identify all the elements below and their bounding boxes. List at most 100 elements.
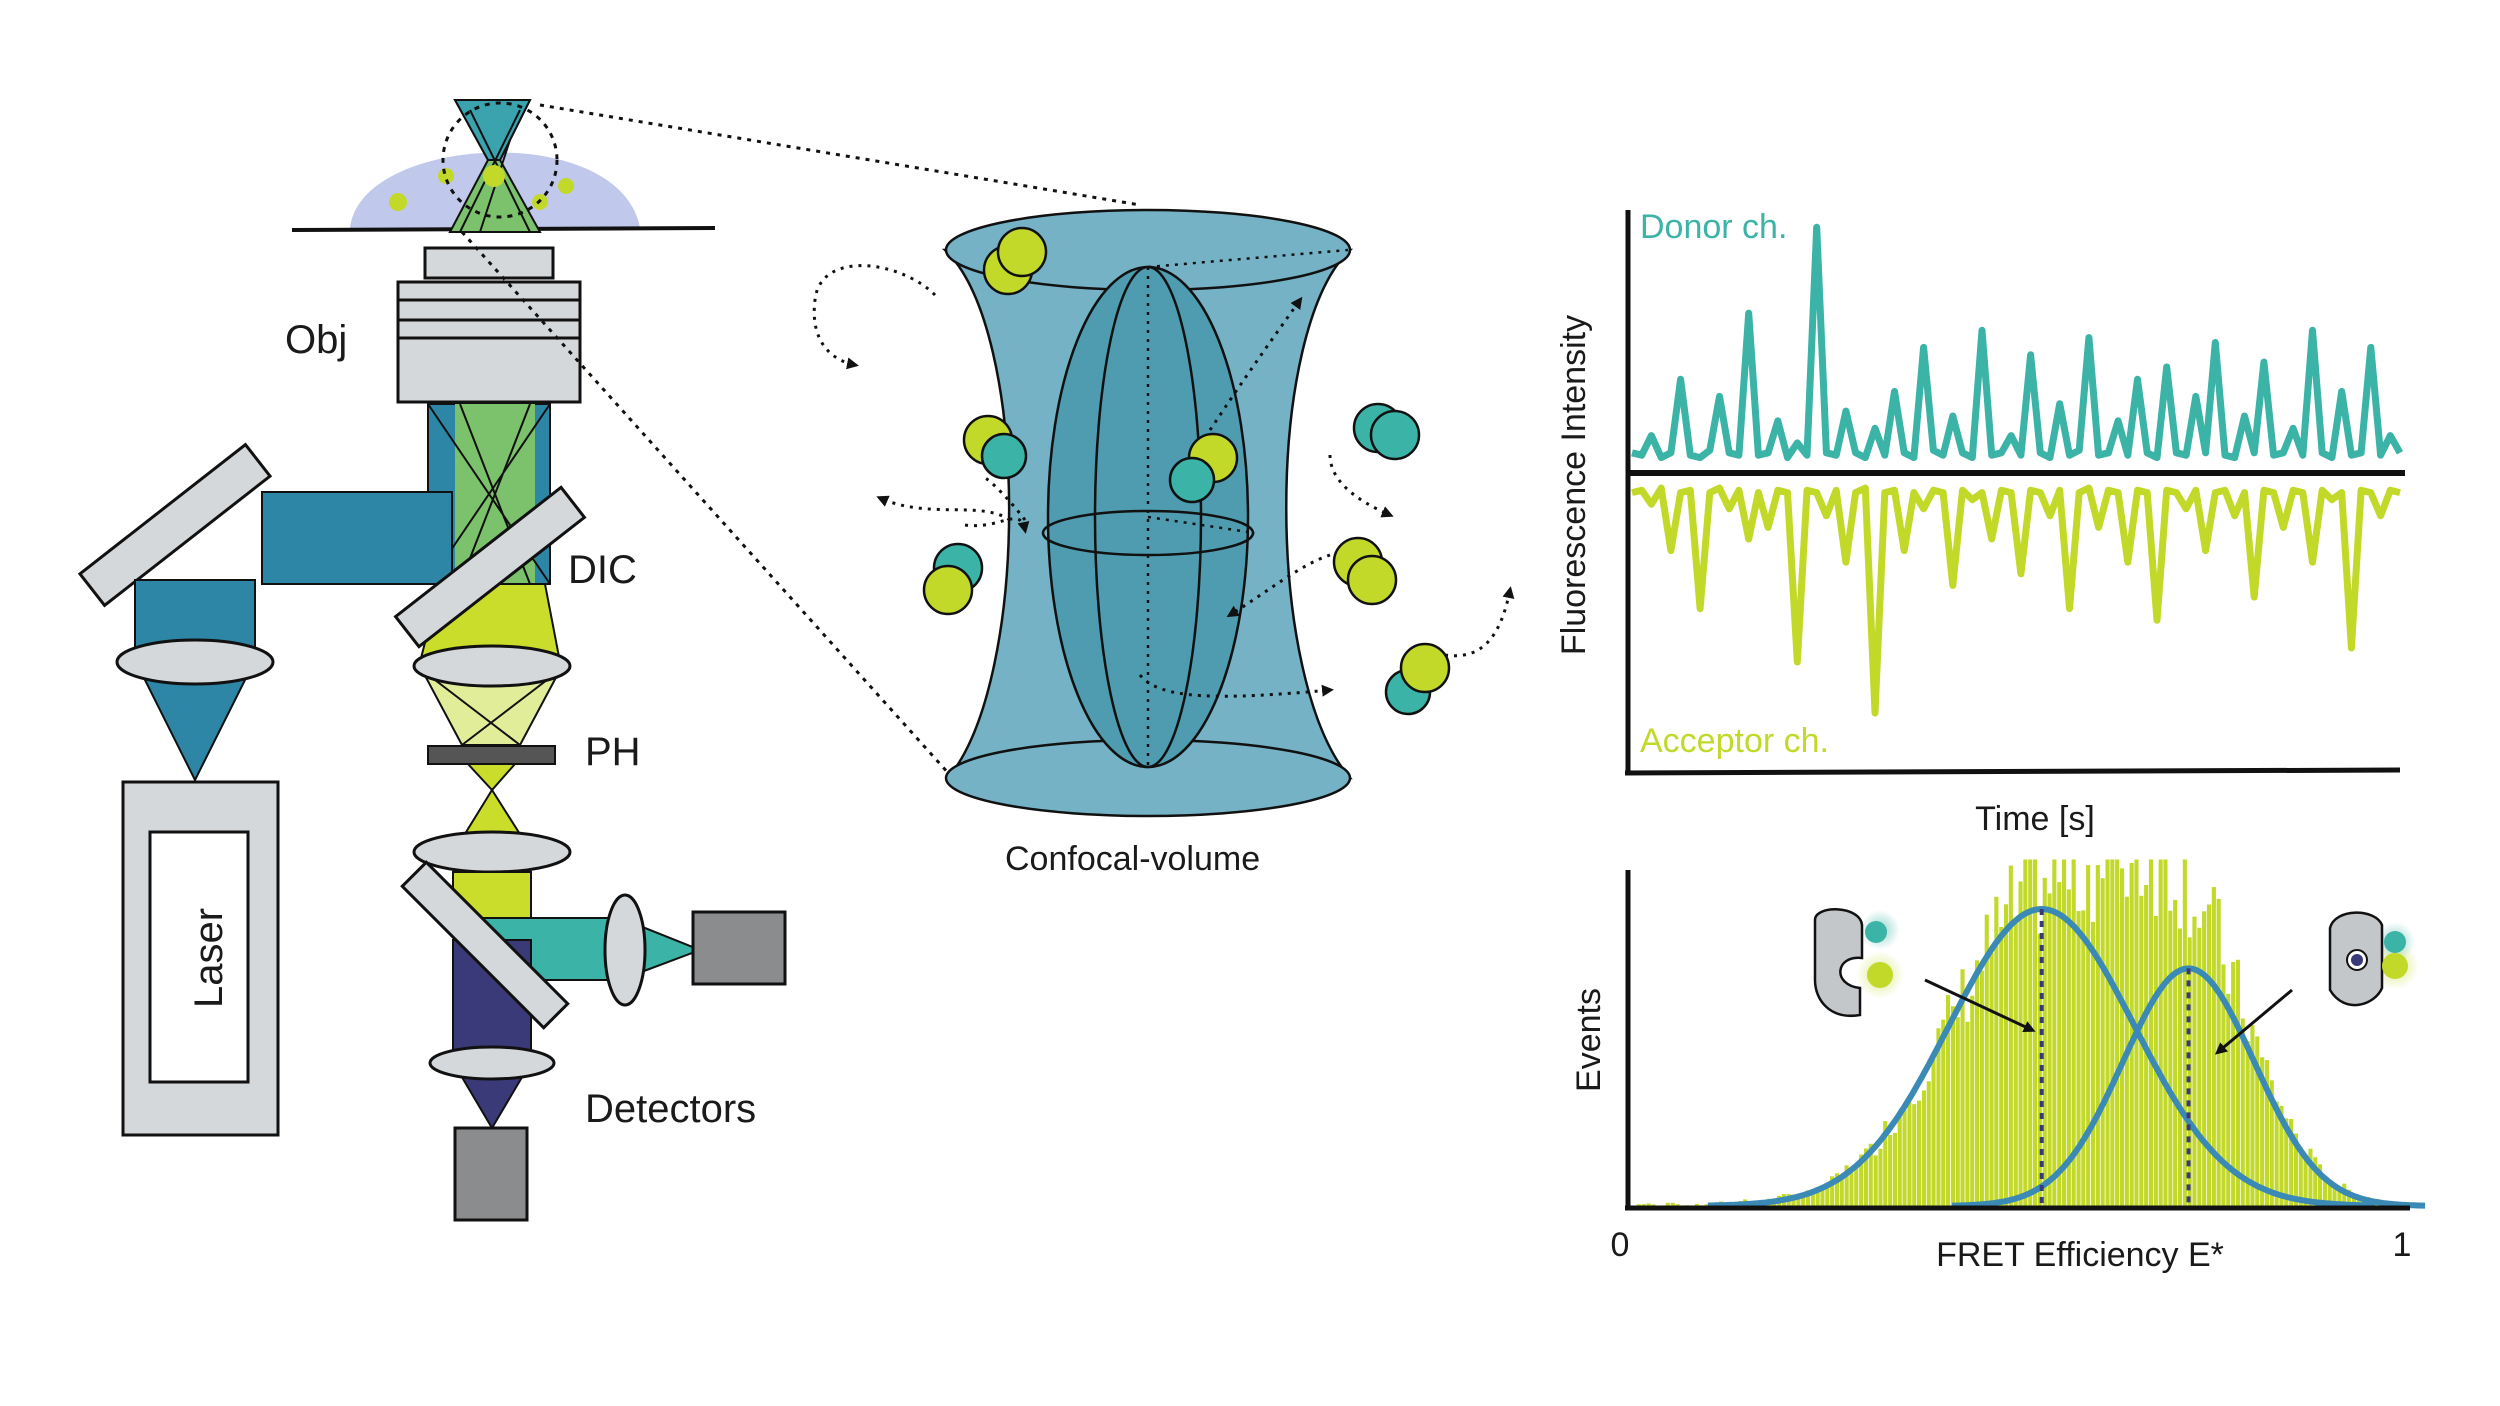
histogram-bar bbox=[1873, 1155, 1878, 1206]
histogram-bar bbox=[1646, 1203, 1651, 1206]
histogram-bar bbox=[2303, 1157, 2308, 1206]
histogram-bar bbox=[2028, 859, 2033, 1206]
hist-x-max: 1 bbox=[2393, 1226, 2412, 1264]
histogram-bar bbox=[1704, 1204, 1709, 1206]
histogram-bar bbox=[2129, 863, 2134, 1206]
histogram-bar bbox=[1921, 1090, 1926, 1206]
histogram-bar bbox=[1665, 1202, 1670, 1206]
histogram-bar bbox=[2284, 1118, 2289, 1206]
histogram-bar bbox=[2221, 964, 2226, 1206]
histogram-bar bbox=[2260, 1057, 2265, 1206]
confocal-volume-label: Confocal-volume bbox=[1005, 840, 1260, 878]
histogram-bar bbox=[1675, 1204, 1680, 1206]
histogram-bar bbox=[1651, 1204, 1656, 1206]
histogram-bar bbox=[2105, 859, 2110, 1206]
hist-x-min: 0 bbox=[1611, 1226, 1630, 1264]
acceptor-detector bbox=[453, 1126, 529, 1222]
histogram-bar bbox=[2081, 910, 2086, 1206]
histogram-bar bbox=[1892, 1132, 1897, 1206]
histogram-bar bbox=[2100, 878, 2105, 1206]
histogram-bar bbox=[2235, 959, 2240, 1206]
histogram-bar bbox=[1999, 927, 2004, 1206]
histogram-bar bbox=[2071, 859, 2076, 1206]
histogram-bar bbox=[1796, 1196, 1801, 1206]
histogram-bar bbox=[1975, 960, 1980, 1206]
histogram-bar bbox=[1805, 1190, 1810, 1206]
histogram-bar bbox=[2255, 1036, 2260, 1206]
histogram-bar bbox=[1960, 969, 1965, 1206]
histogram-bar bbox=[1979, 970, 1984, 1206]
histogram-bar bbox=[1926, 1081, 1931, 1206]
histogram-bar bbox=[2211, 887, 2216, 1206]
histogram-bar bbox=[2337, 1186, 2342, 1206]
histogram-bar bbox=[2091, 921, 2096, 1206]
donor-trace bbox=[1631, 223, 2404, 462]
microscope-schematic: Laser Obj DIC PH Detectors bbox=[77, 99, 787, 1222]
histogram-bar bbox=[2293, 1133, 2298, 1206]
histogram-bar bbox=[2202, 911, 2207, 1206]
histogram-bar bbox=[1859, 1154, 1864, 1206]
histogram-bar bbox=[2298, 1147, 2303, 1206]
histogram-bar bbox=[2004, 904, 2009, 1206]
histogram-bar bbox=[2269, 1080, 2274, 1206]
histogram-bar bbox=[2023, 859, 2028, 1206]
histogram-bar bbox=[2347, 1189, 2352, 1206]
histogram-bar bbox=[2332, 1185, 2337, 1206]
histogram-bar bbox=[2318, 1164, 2323, 1206]
histogram-bar bbox=[1897, 1113, 1902, 1206]
dichroic-label: DIC bbox=[568, 548, 637, 592]
laser-lens bbox=[115, 638, 275, 686]
histogram-bar bbox=[1965, 1021, 1970, 1206]
histogram-bar bbox=[1941, 1019, 1946, 1206]
objective-label: Obj bbox=[285, 318, 347, 362]
closed-conformation-icon bbox=[2328, 911, 2419, 1007]
histogram-bar bbox=[1641, 1204, 1646, 1206]
histogram-bar bbox=[2158, 859, 2163, 1206]
zoom-line-top bbox=[539, 103, 1141, 207]
open-conformation-icon bbox=[1813, 908, 1904, 1018]
histogram-bar bbox=[2033, 859, 2038, 1206]
histogram-bar bbox=[1917, 1100, 1922, 1206]
zoom-circle bbox=[441, 101, 559, 219]
histogram-bar bbox=[1834, 1173, 1839, 1206]
dichroic-mirror bbox=[393, 485, 587, 649]
histogram-bar bbox=[2206, 904, 2211, 1206]
acceptor-trace bbox=[1631, 484, 2401, 717]
histogram-bar bbox=[2013, 919, 2018, 1206]
histogram-bar bbox=[2289, 1119, 2294, 1206]
detectors-label: Detectors bbox=[585, 1087, 756, 1131]
histogram-bar bbox=[1970, 995, 1975, 1206]
histogram-bar bbox=[2192, 916, 2197, 1206]
histogram-bar bbox=[1946, 995, 1951, 1206]
histogram-bar bbox=[2173, 899, 2178, 1206]
histogram-bar bbox=[1636, 1204, 1641, 1206]
histogram-bar bbox=[1878, 1148, 1883, 1206]
acceptor-channel-label: Acceptor ch. bbox=[1640, 722, 1829, 760]
histogram-bar bbox=[1854, 1166, 1859, 1206]
histogram-bar bbox=[1994, 896, 1999, 1206]
arrow-closed bbox=[2214, 988, 2293, 1055]
histogram-bar bbox=[1989, 952, 1994, 1206]
pinhole bbox=[427, 745, 556, 765]
histogram-bar bbox=[2018, 881, 2023, 1206]
trace-panel: Donor ch. Acceptor ch. Fluorescence Inte… bbox=[1555, 208, 2405, 838]
histogram-bar bbox=[2264, 1060, 2269, 1206]
hist-ylabel: Events bbox=[1570, 988, 1608, 1092]
donor-lens bbox=[603, 893, 647, 1007]
histogram-bar bbox=[1694, 1203, 1699, 1206]
hist-xlabel: FRET Efficiency E* bbox=[1936, 1236, 2224, 1274]
collimating-lens bbox=[412, 830, 572, 874]
histogram-bar bbox=[1907, 1101, 1912, 1206]
histogram-bar bbox=[2313, 1157, 2318, 1206]
histogram-bar bbox=[2052, 859, 2057, 1206]
histogram-bar bbox=[2086, 865, 2091, 1206]
histogram-bar bbox=[1950, 1006, 1955, 1206]
histogram-bar bbox=[2187, 937, 2192, 1206]
histogram-bar bbox=[1931, 1059, 1936, 1206]
histogram-bar bbox=[2110, 859, 2115, 1206]
histogram-bar bbox=[1801, 1194, 1806, 1206]
histogram-bar bbox=[1820, 1185, 1825, 1206]
histogram-bar bbox=[1912, 1104, 1917, 1206]
donor-detector bbox=[691, 910, 787, 986]
